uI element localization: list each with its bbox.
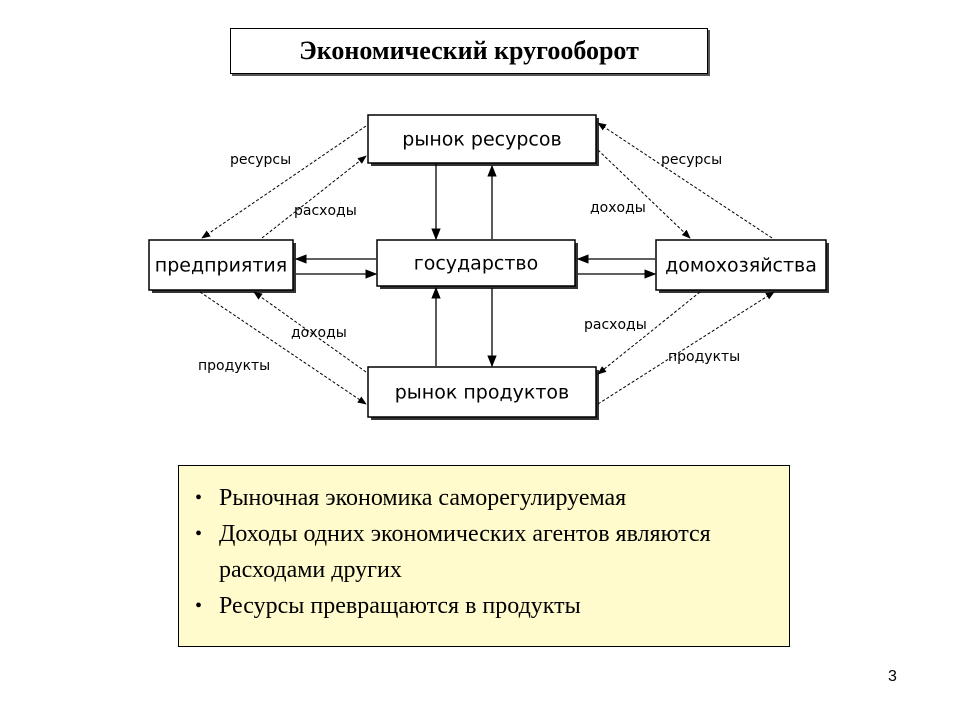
note-text: Рыночная экономика саморегулируемая <box>219 485 627 511</box>
note-text: Ресурсы превращаются в продукты <box>219 593 581 619</box>
node-government: государство <box>376 239 578 289</box>
arrow-firms-products <box>199 291 367 405</box>
node-firms: предприятия <box>148 239 296 293</box>
title-box: Экономический кругооборот <box>230 28 708 74</box>
note-item: • Рыночная экономика саморегулируемая <box>191 480 779 516</box>
label-right-income: доходы <box>590 200 646 216</box>
arrow-income-to-firms <box>253 291 367 373</box>
node-product-market-label: рынок продуктов <box>395 382 569 404</box>
note-item: • Ресурсы превращаются в продукты <box>191 588 779 624</box>
label-left-expenses: расходы <box>294 203 357 219</box>
note-text: Доходы одних экономических агентов являю… <box>219 521 711 583</box>
label-left-resources: ресурсы <box>230 152 291 168</box>
node-firms-label: предприятия <box>155 255 287 277</box>
label-right-resources: ресурсы <box>661 152 722 168</box>
label-left-income: доходы <box>291 325 347 341</box>
label-right-products: продукты <box>668 349 740 365</box>
arrow-firms-expenses <box>261 155 367 239</box>
diagram-title: Экономический кругооборот <box>299 36 639 65</box>
arrow-products-to-households <box>597 291 775 405</box>
arrow-resources-to-firms <box>201 125 367 239</box>
bullet-icon: • <box>195 595 203 617</box>
arrow-households-resources <box>597 122 773 239</box>
note-item: • Доходы одних экономических агентов явл… <box>191 516 779 588</box>
node-resource-market: рынок ресурсов <box>367 114 599 166</box>
node-product-market: рынок продуктов <box>367 366 599 420</box>
label-left-products: продукты <box>198 358 270 374</box>
bullet-icon: • <box>195 523 203 545</box>
page-number: 3 <box>888 668 897 685</box>
label-right-expenses: расходы <box>584 317 647 333</box>
arrow-households-expenses <box>597 291 701 375</box>
notes-box: • Рыночная экономика саморегулируемая • … <box>178 465 790 647</box>
node-households: домохозяйства <box>655 239 829 293</box>
node-resource-market-label: рынок ресурсов <box>402 129 561 151</box>
node-households-label: домохозяйства <box>665 255 817 277</box>
node-government-label: государство <box>414 253 538 275</box>
bullet-icon: • <box>195 487 203 509</box>
arrow-income-to-households <box>597 149 691 239</box>
